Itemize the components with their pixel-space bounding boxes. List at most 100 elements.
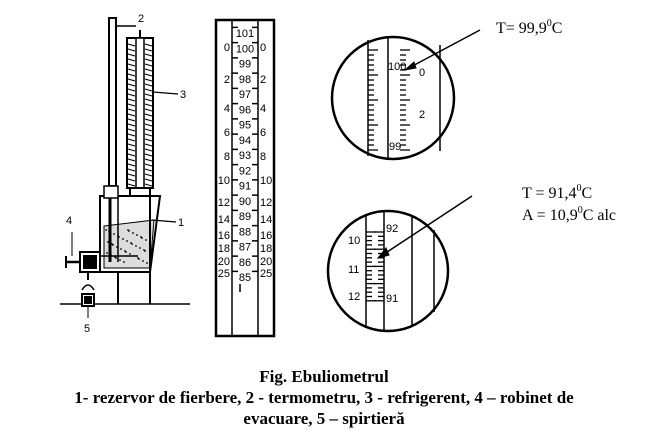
temperature-tick-label: 87 (239, 242, 251, 254)
condenser-hatch-mark (127, 58, 136, 62)
alcohol-tick-label-right: 25 (260, 268, 272, 280)
condenser-hatch-mark (144, 83, 153, 87)
alcohol-tick-label-left: 10 (218, 175, 230, 187)
condenser-hatch-mark (144, 133, 153, 137)
alcohol-tick-label-left: 18 (218, 243, 230, 255)
temperature-tick-label: 85 (239, 272, 251, 284)
condenser-hatch-mark (144, 183, 153, 187)
condenser-hatch-mark (127, 88, 136, 92)
part-label-1: 1 (178, 217, 184, 229)
condenser-hatch-mark (127, 128, 136, 132)
alcohol-tick-label-left: 8 (224, 151, 230, 163)
temperature-tick-label: 89 (239, 211, 251, 223)
condenser-hatch-mark (127, 163, 136, 167)
condenser-hatch-mark (127, 83, 136, 87)
caption-legend-line-2: evacuare, 5 – spirtieră (243, 409, 405, 428)
alcohol-tick-label-left: 2 (224, 74, 230, 86)
drain-valve (65, 232, 101, 280)
liquid-dot (113, 233, 115, 235)
liquid-dot (122, 238, 124, 240)
condenser-hatch-mark (127, 68, 136, 72)
bottom-reading-alcohol: A = 10,90C alc (522, 205, 616, 224)
alcohol-tick-label-left: 14 (218, 214, 230, 226)
alcohol-tick-label-right: 14 (260, 214, 272, 226)
liquid-dot (135, 245, 137, 247)
condenser-hatch-mark (144, 118, 153, 122)
alcohol-tick-label-left: 25 (218, 268, 230, 280)
condenser-hatch-mark (127, 93, 136, 97)
condenser-hatch-mark (127, 183, 136, 187)
top-mag-label-100: 100 (388, 61, 406, 73)
caption-legend-line-1: 1- rezervor de fierbere, 2 - termometru,… (74, 388, 574, 407)
alcohol-tick-label-right: 2 (260, 74, 266, 86)
top-reading: T= 99,90C (496, 18, 562, 37)
liquid-dot (127, 229, 129, 231)
condenser-hatch-mark (127, 113, 136, 117)
top-magnifier (330, 29, 481, 161)
condenser-hatch-mark (127, 123, 136, 127)
temperature-tick-label: 95 (239, 120, 251, 132)
alcohol-tick-label-right: 4 (260, 103, 266, 115)
temperature-tick-label: 90 (239, 196, 251, 208)
part-label-3: 3 (180, 89, 186, 101)
bottom-mag-label-92: 92 (386, 223, 398, 235)
temperature-tick-label: 98 (239, 74, 251, 86)
boiling-reservoir (99, 185, 162, 273)
liquid-dot (123, 261, 125, 263)
condenser-hatch-mark (127, 108, 136, 112)
alcohol-tick-label-left: 4 (224, 103, 230, 115)
liquid-dot (105, 229, 107, 231)
temperature-tick-label: 88 (239, 226, 251, 238)
bottom-reading-temperature: T = 91,40C (522, 183, 592, 202)
condenser-hatch-mark (144, 148, 153, 152)
liquid-dot (106, 252, 108, 254)
liquid-dot (143, 249, 145, 251)
condenser-hatch-mark (144, 123, 153, 127)
liquid-dot (130, 242, 132, 244)
condenser-hatch-mark (144, 78, 153, 82)
liquid-dot (145, 239, 147, 241)
alcohol-tick-label-left: 0 (224, 42, 230, 54)
temperature-tick-label: 94 (239, 135, 251, 147)
condenser-hatch-mark (127, 118, 136, 122)
liquid-dot (111, 243, 113, 245)
liquid-dot (124, 250, 126, 252)
part-label-4: 4 (66, 215, 72, 227)
condenser-hatch-mark (127, 138, 136, 142)
condenser-hatch-mark (144, 108, 153, 112)
condenser-hatch-mark (144, 98, 153, 102)
condenser-hatch-mark (127, 178, 136, 182)
alcohol-tick-label-left: 20 (218, 256, 230, 268)
condenser-hatch-mark (127, 78, 136, 82)
condenser-hatch-mark (144, 53, 153, 57)
scale-ruler (214, 18, 276, 338)
condenser-hatch-mark (127, 48, 136, 52)
alcohol-tick-label-right: 10 (260, 175, 272, 187)
temperature-tick-label: 100 (236, 43, 254, 55)
condenser-hatch-mark (127, 173, 136, 177)
condenser-hatch-mark (127, 98, 136, 102)
liquid-dot (146, 262, 148, 264)
temperature-tick-label: 91 (239, 181, 251, 193)
condenser-hatch-mark (144, 68, 153, 72)
condenser-hatch-mark (144, 103, 153, 107)
alcohol-tick-label-right: 8 (260, 151, 266, 163)
temperature-tick-label: 93 (239, 150, 251, 162)
condenser-hatch-mark (144, 43, 153, 47)
condenser-hatch-mark (127, 143, 136, 147)
spirit-lamp (81, 284, 95, 318)
condenser-hatch-mark (127, 73, 136, 77)
bottom-mag-label-11: 11 (348, 264, 359, 276)
liquid-dot (119, 259, 121, 261)
condenser-hatch-mark (144, 73, 153, 77)
liquid-dot (126, 240, 128, 242)
condenser-hatch-mark (144, 93, 153, 97)
condenser-hatch-mark (144, 113, 153, 117)
condenser-hatch-mark (144, 138, 153, 142)
figure-caption: Fig. Ebuliometrul 1- rezervor de fierber… (0, 366, 648, 429)
liquid-dot (139, 247, 141, 249)
bottom-mag-label-10: 10 (348, 235, 360, 247)
condenser-hatch-mark (144, 63, 153, 67)
